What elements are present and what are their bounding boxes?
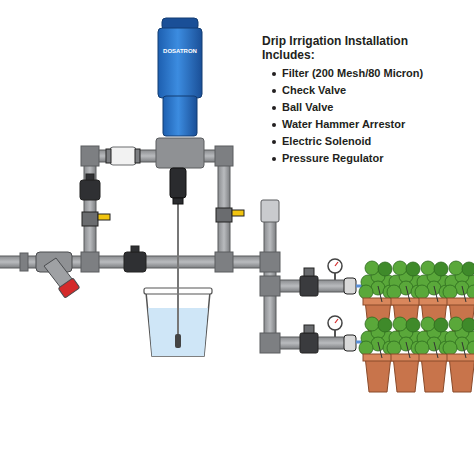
chemical-bucket [144, 200, 212, 356]
brand-name: DOSATRON [163, 48, 197, 55]
list-item: Pressure Regulator [282, 152, 383, 165]
list-item: Ball Valve [282, 101, 333, 114]
main-pipe [0, 253, 270, 271]
y-filter [36, 252, 80, 298]
bullet [272, 89, 276, 93]
potted-plants [356, 261, 474, 392]
manifold [260, 200, 346, 353]
list-item: Water Hammer Arrestor [282, 118, 405, 131]
bullet [272, 72, 276, 76]
list-item: Filter (200 Mesh/80 Micron) [282, 67, 423, 80]
branch-controls [300, 259, 356, 353]
heading: Drip Irrigation Installation Includes: [262, 34, 412, 62]
bullet [272, 140, 276, 144]
bullet [272, 123, 276, 127]
bullet [272, 106, 276, 110]
bullet [272, 157, 276, 161]
list-item: Check Valve [282, 84, 346, 97]
potted-plant [443, 317, 474, 392]
dosatron-injector [156, 18, 204, 204]
list-item: Electric Solenoid [282, 135, 371, 148]
